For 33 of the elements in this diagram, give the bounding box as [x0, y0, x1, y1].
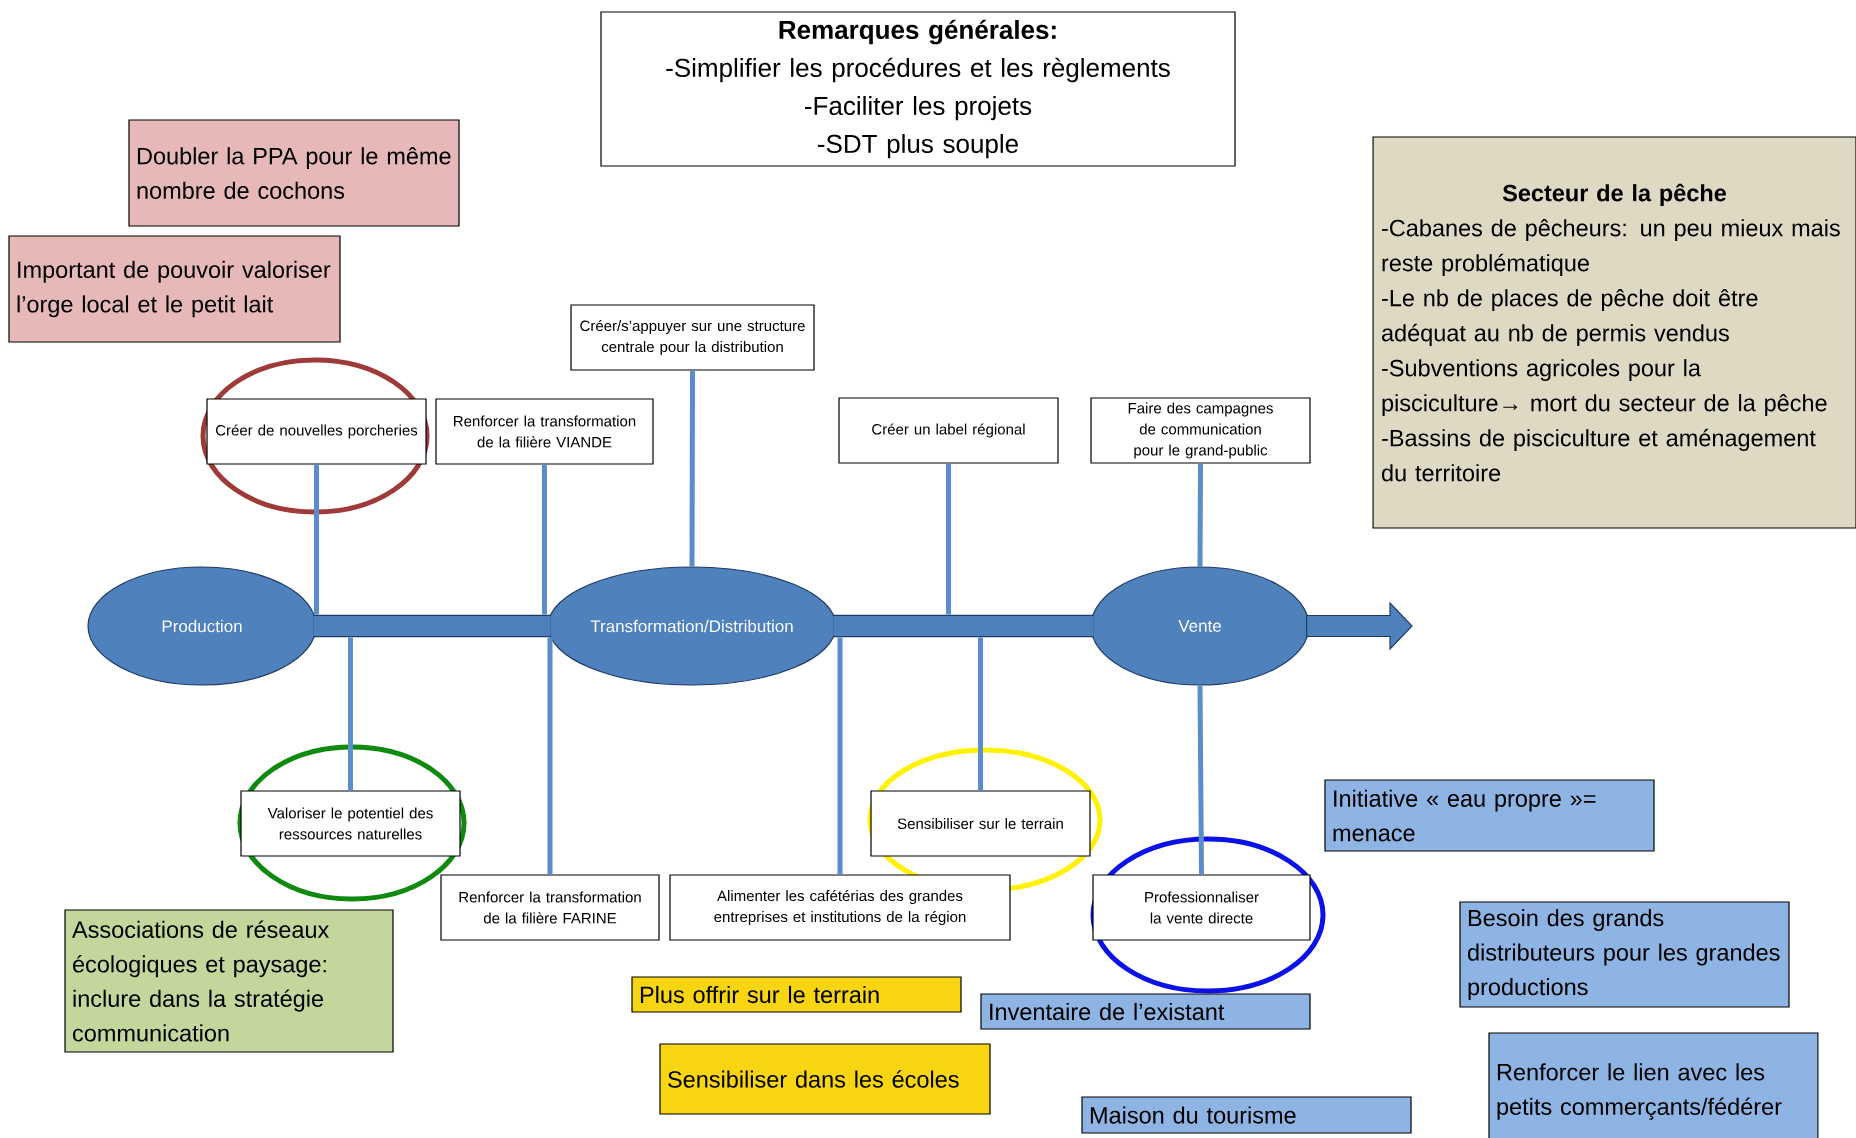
action-box: Créer un label régional — [838, 397, 1059, 464]
note-box: Renforcer le lien avec les petits commerçants/fédérer — [1488, 1032, 1819, 1138]
note-box: Maison du tourisme — [1081, 1096, 1412, 1134]
branch-line — [837, 637, 843, 875]
note-box: Doubler la PPA pour le même nombre de cochons — [128, 119, 460, 227]
action-box: Professionnaliser la vente directe — [1092, 874, 1311, 941]
note-box: Inventaire de l’existant — [980, 993, 1311, 1030]
action-box: Renforcer la transformation de la filière VIANDE — [435, 398, 654, 465]
action-box: Valoriser le potentiel des ressources naturelles — [240, 790, 461, 857]
note-box: Plus offrir sur le terrain — [631, 976, 962, 1013]
note-box: Associations de réseaux écologiques et paysage: inclure dans la stratégie communication — [64, 909, 394, 1053]
action-box: Renforcer la transformation de la filière FARINE — [440, 874, 660, 941]
note-box: Important de pouvoir valoriser l’orge local et le petit lait — [8, 235, 341, 343]
branch-line — [542, 464, 547, 615]
branch-line — [946, 463, 951, 615]
action-box: Alimenter les cafétérias des grandes entreprises et institutions de la région — [669, 874, 1011, 941]
note-box: Initiative « eau propre »= menace — [1324, 779, 1655, 852]
branch-line — [314, 464, 319, 615]
action-box: Créer de nouvelles porcheries — [206, 398, 427, 465]
note-box: Sensibiliser dans les écoles — [659, 1043, 991, 1115]
branch-line — [1197, 463, 1203, 567]
note-box: Besoin des grands distributeurs pour les grandes productions — [1459, 901, 1790, 1008]
branch-line — [1197, 685, 1204, 875]
action-box: Sensibiliser sur le terrain — [870, 790, 1091, 857]
branch-line — [978, 637, 983, 791]
branch-line — [547, 637, 553, 875]
branch-line — [348, 637, 353, 791]
branch-line — [689, 370, 695, 567]
action-box: Faire des campagnes de communication pour le grand-public — [1090, 397, 1311, 464]
sector-note-box: Secteur de la pêche -Cabanes de pêcheurs: un peu mieux mais reste problématique -Le nb de places de pêche doit être adéquat au nb de permis vendus -Subventions agricoles pour la pisciculture→ mort du secteur de la pêche -Bassins de pisciculture et aménagement du territoire — [1372, 136, 1856, 529]
remarks-box: Remarques générales: -Simplifier les procédures et les règlements -Faciliter les projets -SDT plus souple — [600, 11, 1236, 167]
spine-arrow — [1306, 601, 1413, 651]
action-box: Créer/s’appuyer sur une structure centrale pour la distribution — [570, 304, 815, 371]
